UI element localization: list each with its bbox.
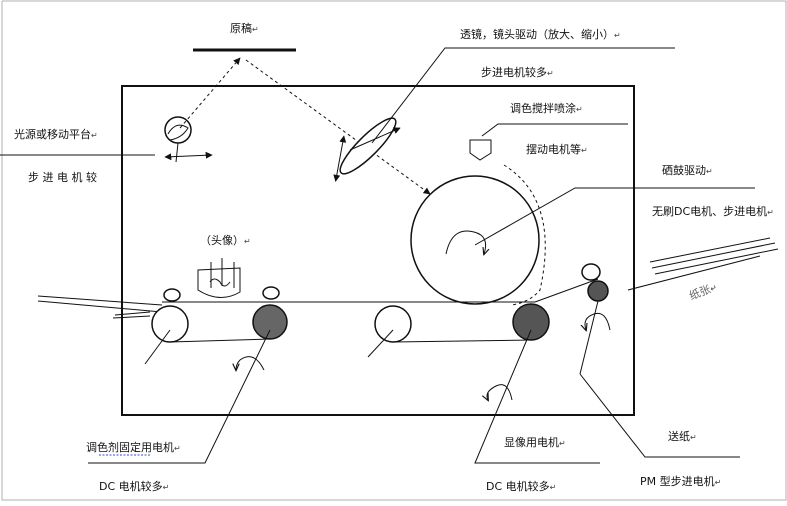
developing-rollers xyxy=(367,303,550,400)
light-path-down xyxy=(245,59,431,195)
label-head: （头像）↵ xyxy=(200,234,251,247)
lens xyxy=(333,117,401,182)
leader-drum xyxy=(474,187,755,246)
label-paper: 纸张↵ xyxy=(687,280,718,303)
copier-body xyxy=(121,85,635,416)
paper-in-4 xyxy=(112,315,151,319)
paper-out xyxy=(627,237,779,291)
label-feed-motor: PM 型步进电机↵ xyxy=(640,474,721,488)
paper-in-1 xyxy=(37,295,163,306)
label-original: 原稿↵ xyxy=(230,21,259,35)
label-lens-motor: 步进电机较多↵ xyxy=(481,65,554,79)
light-source xyxy=(164,116,213,163)
paper-in-2 xyxy=(37,300,163,313)
leader-lens xyxy=(371,47,675,144)
label-develop-motor: DC 电机较多↵ xyxy=(486,479,556,493)
toner-nozzle xyxy=(469,139,492,161)
label-light-motor: 步 进 电 机 较 xyxy=(28,170,97,184)
label-drum-motor: 无刷DC电机、步进电机↵ xyxy=(652,204,774,218)
label-feed: 送纸↵ xyxy=(668,429,697,443)
label-drum: 硒鼓驱动↵ xyxy=(662,163,713,177)
fixing-rollers xyxy=(144,286,288,370)
drum xyxy=(410,164,546,306)
label-fix-motor: DC 电机较多↵ xyxy=(99,479,169,493)
leader-develop xyxy=(474,329,600,464)
light-path-up xyxy=(179,57,241,129)
paper-in-3 xyxy=(114,311,151,316)
label-toner-mix: 调色搅拌喷涂↵ xyxy=(510,101,583,115)
leader-fix xyxy=(88,329,271,464)
label-fix: 调色剂固定用电机↵ xyxy=(86,440,181,454)
feed-rollers xyxy=(579,263,611,375)
leader-toner xyxy=(481,123,628,137)
label-develop: 显像用电机↵ xyxy=(504,435,566,449)
head-icon xyxy=(197,258,241,298)
paper-path-out xyxy=(534,278,599,303)
leader-feed xyxy=(579,373,740,458)
label-light-source: 光源或移动平台↵ xyxy=(14,127,98,141)
label-toner-motor: 摆动电机等↵ xyxy=(526,142,588,156)
label-lens: 透镜，镜头驱动（放大、缩小）↵ xyxy=(460,27,621,41)
